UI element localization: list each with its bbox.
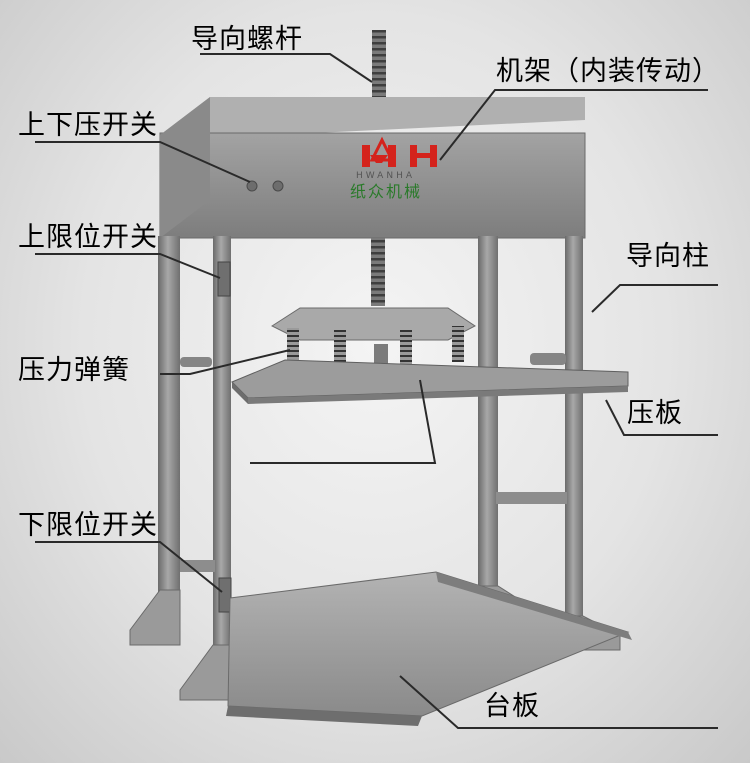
label-upper-limit-switch: 上限位开关 (18, 222, 158, 253)
label-pressure-spring: 压力弹簧 (18, 355, 130, 386)
right-rear-post (565, 236, 583, 616)
spring-center-block (374, 344, 388, 364)
left-brace (180, 560, 215, 572)
spring-3 (400, 330, 412, 364)
table-plate-front-rail (226, 706, 422, 726)
brand-logo (362, 136, 437, 167)
leader-table-plate (399, 675, 718, 729)
left-rear-foot (179, 644, 233, 701)
right-brace (496, 492, 567, 504)
label-table-plate: 台板 (484, 691, 540, 722)
press-plate-front-edge (248, 386, 628, 404)
leader-lower-limit (35, 541, 223, 593)
guide-screw-lower (371, 238, 385, 306)
switch-button-right (272, 180, 284, 192)
leader-guide-column (591, 284, 718, 313)
table-plate-right-rail (436, 572, 632, 640)
switch-button-left (246, 180, 258, 192)
leader-guide-screw (200, 53, 373, 83)
label-lower-limit-switch: 下限位开关 (18, 510, 158, 541)
spring-4 (452, 326, 464, 362)
leader-spring (160, 349, 291, 375)
spring-2 (334, 330, 346, 366)
leader-upper-limit (35, 253, 221, 279)
right-front-post (478, 236, 498, 586)
leader-lines (35, 53, 718, 729)
brand-name: 纸众机械 (350, 182, 423, 201)
label-frame: 机架（内装传动） (496, 56, 720, 87)
logo-letters: HWANHA (356, 171, 415, 181)
frame-box-side (160, 97, 210, 238)
right-roller (530, 353, 566, 365)
left-roller (180, 357, 212, 367)
label-guide-column: 导向柱 (626, 241, 710, 272)
spring-top-plate (270, 307, 476, 341)
frame-box (159, 132, 586, 239)
frame-box-top (160, 97, 585, 140)
leader-updown-switch (35, 141, 251, 183)
leader-spring-lower (250, 379, 437, 464)
left-foot (129, 589, 181, 646)
label-press-plate: 压板 (627, 398, 683, 429)
label-updown-switch: 上下压开关 (18, 110, 158, 141)
left-front-post (158, 236, 180, 641)
spring-1 (287, 328, 299, 364)
lower-limit-switch-part (218, 577, 232, 613)
upper-limit-switch-part (217, 261, 231, 297)
left-rear-post (213, 236, 231, 696)
press-plate-edge (232, 382, 248, 404)
leader-frame (439, 89, 708, 161)
leader-press-plate (605, 399, 718, 436)
guide-screw-top (372, 30, 386, 110)
label-guide-screw: 导向螺杆 (191, 24, 303, 55)
